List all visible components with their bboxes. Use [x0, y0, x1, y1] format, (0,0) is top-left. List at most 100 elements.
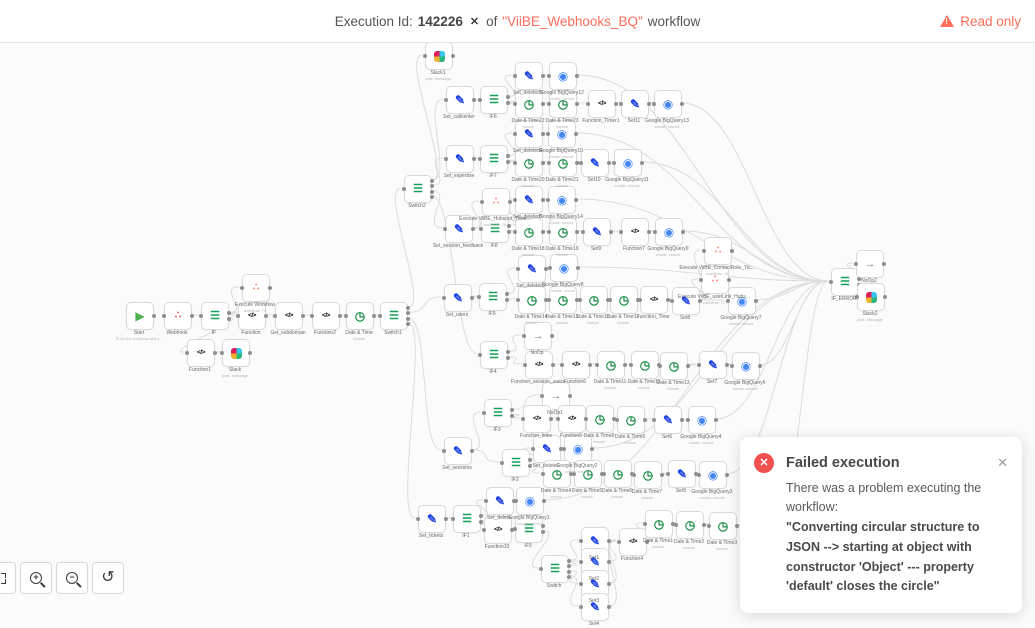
node-noop2[interactable]: → — [854, 250, 886, 278]
node-if5[interactable]: ☰ — [477, 283, 509, 311]
output-connector[interactable] — [528, 458, 532, 463]
zoom-to-fit-button[interactable] — [0, 562, 16, 594]
output-connector[interactable] — [645, 540, 649, 544]
node-set7[interactable]: ✎ — [697, 351, 729, 379]
output-connector[interactable] — [430, 189, 434, 194]
output-connector[interactable] — [568, 394, 572, 398]
node-dt16[interactable]: ◷ — [578, 286, 610, 314]
output-connector[interactable] — [406, 306, 410, 311]
reset-zoom-button[interactable]: ↺ — [92, 562, 124, 594]
node-switch1[interactable]: ☰ — [378, 302, 410, 330]
node-dt21[interactable]: ◷ — [547, 149, 579, 177]
node-set_expertise[interactable]: ✎ — [444, 145, 476, 173]
node-dt14[interactable]: ◷ — [516, 286, 548, 314]
output-connector[interactable] — [528, 463, 532, 468]
output-connector[interactable] — [882, 262, 886, 266]
node-set_deleted3[interactable]: ✎ — [513, 62, 545, 90]
output-connector[interactable] — [506, 350, 510, 355]
node-dt9[interactable]: ◷ — [615, 406, 647, 434]
output-connector[interactable] — [479, 514, 483, 519]
output-connector[interactable] — [590, 447, 594, 451]
node-set_deleted4[interactable]: ✎ — [513, 120, 545, 148]
node-set8[interactable]: ✎ — [670, 287, 702, 315]
node-set_deleted5[interactable]: ✎ — [513, 186, 545, 214]
output-connector[interactable] — [574, 198, 578, 202]
output-connector[interactable] — [444, 517, 448, 521]
output-connector[interactable] — [609, 230, 613, 234]
node-dt1[interactable]: ◷ — [643, 510, 675, 538]
node-set9[interactable]: ✎ — [581, 218, 613, 246]
output-connector[interactable] — [505, 292, 509, 297]
output-connector[interactable] — [471, 227, 475, 231]
node-gbq14[interactable]: ◉ — [546, 186, 578, 214]
node-get_subdomain[interactable]: </> — [273, 302, 305, 330]
node-if_error[interactable]: ☰ — [829, 268, 861, 296]
output-connector[interactable] — [575, 161, 579, 165]
output-connector[interactable] — [754, 299, 758, 303]
output-connector[interactable] — [213, 351, 217, 355]
output-connector[interactable] — [507, 229, 511, 234]
output-connector[interactable] — [506, 95, 510, 100]
node-exec_contactrole[interactable]: ∴ — [702, 237, 734, 265]
node-gbq12[interactable]: ◉ — [547, 62, 579, 90]
node-set4[interactable]: ✎ — [579, 593, 611, 621]
output-connector[interactable] — [607, 161, 611, 165]
node-set_delete[interactable]: ✎ — [484, 487, 516, 515]
output-connector[interactable] — [714, 418, 718, 422]
node-dt2[interactable]: ◷ — [674, 511, 706, 539]
output-connector[interactable] — [607, 605, 611, 609]
node-dt23[interactable]: ◷ — [547, 90, 579, 118]
output-connector[interactable] — [541, 230, 545, 234]
output-connector[interactable] — [607, 560, 611, 564]
node-function6[interactable]: </> — [560, 351, 592, 379]
node-gbq10[interactable]: ◉ — [546, 120, 578, 148]
node-execwf[interactable]: ∴ — [240, 274, 272, 302]
output-connector[interactable] — [372, 314, 376, 318]
zoom-out-button[interactable]: − — [56, 562, 88, 594]
node-webhook[interactable]: ∴ — [162, 302, 194, 330]
output-connector[interactable] — [470, 296, 474, 300]
node-function[interactable]: </> — [236, 302, 268, 330]
node-dt18[interactable]: ◷ — [513, 218, 545, 246]
output-connector[interactable] — [406, 321, 410, 326]
node-set5[interactable]: ✎ — [666, 460, 698, 488]
output-connector[interactable] — [430, 194, 434, 199]
output-connector[interactable] — [607, 539, 611, 543]
output-connector[interactable] — [430, 179, 434, 184]
output-connector[interactable] — [506, 355, 510, 360]
output-connector[interactable] — [567, 569, 571, 574]
output-connector[interactable] — [549, 417, 553, 421]
output-connector[interactable] — [190, 314, 194, 318]
node-dt19[interactable]: ◷ — [547, 218, 579, 246]
output-connector[interactable] — [567, 574, 571, 579]
node-function_timer1[interactable]: </> — [586, 90, 618, 118]
output-connector[interactable] — [567, 564, 571, 569]
output-connector[interactable] — [727, 278, 731, 282]
output-connector[interactable] — [510, 528, 514, 532]
output-connector[interactable] — [406, 316, 410, 321]
output-connector[interactable] — [735, 524, 739, 528]
node-if9[interactable]: ☰ — [513, 515, 545, 543]
output-connector[interactable] — [551, 363, 555, 367]
node-switch2[interactable]: ☰ — [402, 175, 434, 203]
node-gbq9[interactable]: ◉ — [653, 218, 685, 246]
node-slack[interactable] — [220, 339, 252, 367]
node-if7[interactable]: ☰ — [478, 145, 510, 173]
node-gbq13[interactable]: ◉ — [652, 90, 684, 118]
node-gbq6[interactable]: ◉ — [730, 352, 762, 380]
output-connector[interactable] — [698, 299, 702, 303]
workflow-name-link[interactable]: "ViiBE_Webhooks_BQ" — [502, 13, 643, 29]
node-dt7[interactable]: ◷ — [632, 461, 664, 489]
node-gbq3[interactable]: ◉ — [697, 461, 729, 489]
zoom-in-button[interactable]: + — [20, 562, 52, 594]
output-connector[interactable] — [541, 102, 545, 106]
output-connector[interactable] — [607, 582, 611, 586]
node-function4[interactable]: </> — [617, 528, 649, 556]
node-function5[interactable]: </> — [556, 405, 588, 433]
node-dt13[interactable]: ◷ — [658, 352, 690, 380]
output-connector[interactable] — [301, 314, 305, 318]
output-connector[interactable] — [544, 298, 548, 302]
output-connector[interactable] — [694, 472, 698, 476]
node-datetime[interactable]: ◷ — [344, 302, 376, 330]
